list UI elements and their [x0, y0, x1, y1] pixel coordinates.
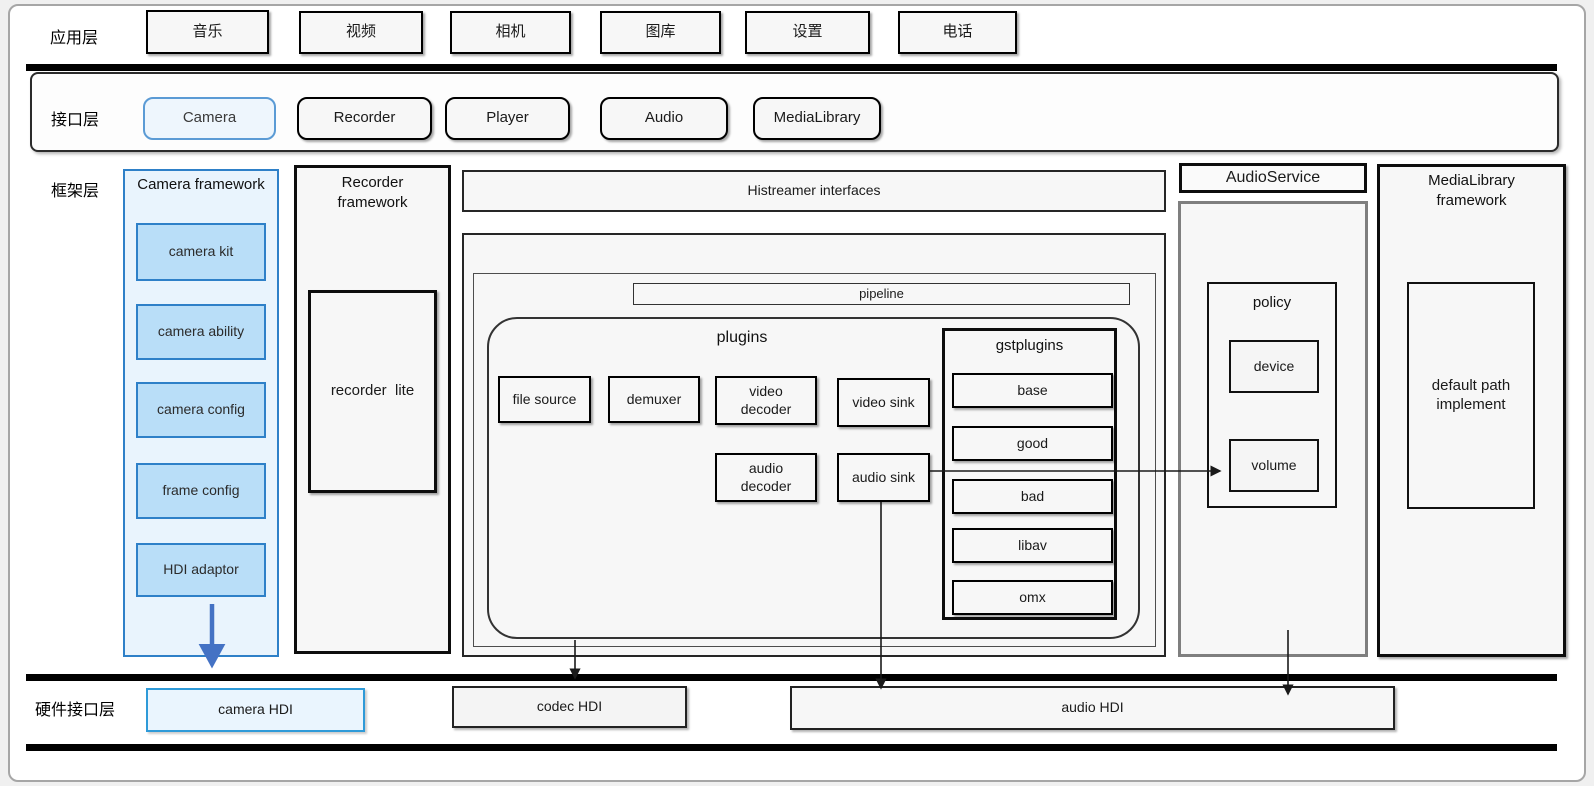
app-box-camera: 相机: [450, 11, 571, 54]
hdi-box-audio: audio HDI: [790, 686, 1395, 730]
medialibrary-framework-title: MediaLibrary framework: [1428, 172, 1515, 209]
hdi-box-camera: camera HDI: [146, 688, 365, 732]
plugin-box-video-decoder: video decoder: [715, 376, 817, 425]
plugin-box-file-source: file source: [498, 376, 591, 423]
plugin-box-audio-decoder: audio decoder: [715, 453, 817, 502]
recorder-framework-title: Recorder framework: [337, 174, 408, 211]
app-layer-label: 应用层: [50, 30, 99, 47]
gstplugin-item-bad: bad: [952, 479, 1113, 514]
histreamer-interfaces-box: Histreamer interfaces: [462, 170, 1166, 212]
pipeline-bar: pipeline: [633, 283, 1130, 305]
interface-layer-label: 接口层: [51, 112, 100, 129]
policy-item-device: device: [1229, 340, 1319, 393]
separator-bar-middle: [26, 674, 1557, 681]
plugin-box-demuxer: demuxer: [608, 376, 700, 423]
gstplugins-title: gstplugins: [995, 337, 1064, 354]
app-box-video: 视频: [299, 11, 423, 54]
hdi-box-codec: codec HDI: [452, 686, 687, 728]
module-camera-kit: camera kit: [136, 223, 266, 281]
api-box-player: Player: [445, 97, 570, 140]
plugins-title: plugins: [716, 329, 768, 346]
gstplugin-item-good: good: [952, 426, 1113, 461]
module-camera-ability: camera ability: [136, 304, 266, 360]
app-box-music: 音乐: [146, 10, 269, 54]
module-frame-config: frame config: [136, 463, 266, 519]
gstplugin-item-base: base: [952, 373, 1113, 408]
framework-layer-label: 框架层: [51, 183, 100, 200]
audioservice-header: AudioService: [1179, 163, 1367, 193]
recorder-lite-box: recorder lite: [308, 290, 437, 493]
app-box-gallery: 图库: [600, 11, 721, 54]
module-camera-config: camera config: [136, 382, 266, 438]
gstplugin-item-omx: omx: [952, 580, 1113, 615]
policy-item-volume: volume: [1229, 439, 1319, 492]
plugin-box-audio-sink: audio sink: [837, 453, 930, 502]
gstplugin-item-libav: libav: [952, 528, 1113, 563]
separator-bar-bottom: [26, 744, 1557, 751]
api-box-audio: Audio: [600, 97, 728, 140]
plugin-box-video-sink: video sink: [837, 378, 930, 427]
api-box-medialibrary: MediaLibrary: [753, 97, 881, 140]
module-hdi-adaptor: HDI adaptor: [136, 543, 266, 597]
app-box-phone: 电话: [898, 11, 1017, 54]
api-box-recorder: Recorder: [297, 97, 432, 140]
camera-framework-title: Camera framework: [137, 176, 265, 193]
app-box-settings: 设置: [745, 11, 870, 54]
hardware-layer-label: 硬件接口层: [35, 702, 116, 719]
api-box-camera: Camera: [143, 97, 276, 140]
policy-title: policy: [1252, 294, 1292, 311]
gstplugins-box: [942, 328, 1117, 620]
separator-bar-top: [26, 64, 1557, 71]
default-path-implement-box: default path implement: [1407, 282, 1535, 509]
